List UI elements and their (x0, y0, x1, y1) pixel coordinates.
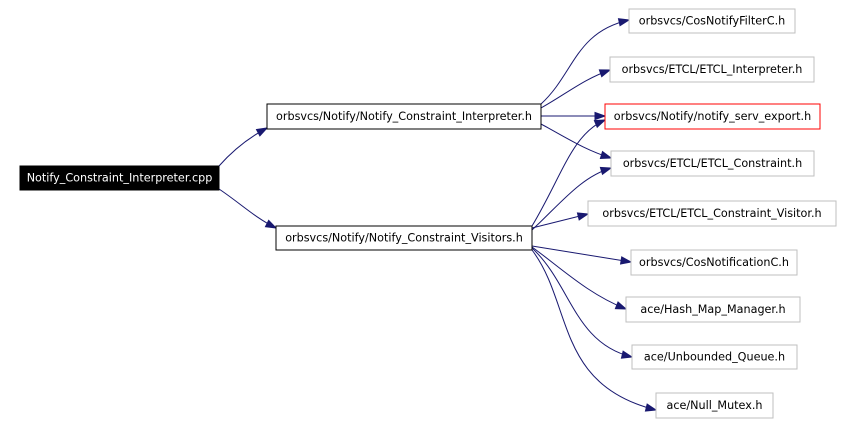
edge-interpreter-to-etcl-constraint (540, 123, 612, 159)
node-hash-map-manager-box (625, 296, 801, 323)
edge-visitors-to-hash-map (531, 246, 627, 310)
node-cosnotification-box (630, 249, 798, 276)
node-notify-serv-export-label: orbsvcs/Notify/notify_serv_export.h (614, 110, 811, 123)
node-null-mutex-box (655, 392, 774, 419)
edge-visitors-to-cosnotification-arrowhead (619, 256, 633, 265)
node-unbounded-queue[interactable]: ace/Unbounded_Queue.h (631, 344, 798, 370)
node-etcl-interpreter-box (609, 56, 815, 83)
node-interpreter-header[interactable]: orbsvcs/Notify/Notify_Constraint_Interpr… (266, 103, 542, 130)
edge-interpreter-to-etcl-constraint-arrowhead (599, 150, 613, 160)
node-etcl-constraint-box (610, 150, 815, 177)
node-root-box (19, 165, 220, 191)
node-etcl-constraint-label: orbsvcs/ETCL/ETCL_Constraint.h (623, 157, 802, 170)
node-etcl-interpreter-label: orbsvcs/ETCL/ETCL_Interpreter.h (622, 63, 803, 76)
edge-visitors-to-etcl-visitor-arrowhead (576, 212, 590, 221)
edge-visitors-to-unbounded-queue (531, 247, 633, 358)
node-etcl-constraint-visitor-box (587, 200, 837, 227)
node-null-mutex-label: ace/Null_Mutex.h (666, 399, 762, 412)
node-cosnotifyfilter-box (628, 8, 796, 34)
node-interpreter-header-box (266, 103, 542, 130)
node-etcl-constraint[interactable]: orbsvcs/ETCL/ETCL_Constraint.h (610, 150, 815, 177)
edge-visitors-to-etcl-constraint-arrowhead (599, 166, 613, 176)
node-cosnotifyfilter-label: orbsvcs/CosNotifyFilterC.h (639, 15, 785, 28)
node-visitors-header-label: orbsvcs/Notify/Notify_Constraint_Visitor… (285, 232, 523, 245)
edge-visitors-to-null-mutex-arrowhead (644, 403, 658, 412)
node-null-mutex[interactable]: ace/Null_Mutex.h (655, 392, 774, 419)
edge-visitors-to-hash-map-arrowhead (614, 301, 628, 310)
node-notify-serv-export-box (604, 103, 821, 130)
edge-visitors-to-serv-export (531, 119, 606, 227)
node-hash-map-manager-label: ace/Hash_Map_Manager.h (640, 303, 785, 316)
edge-visitors-to-null-mutex (531, 249, 657, 411)
node-unbounded-queue-box (631, 344, 798, 370)
node-unbounded-queue-label: ace/Unbounded_Queue.h (644, 351, 785, 364)
edges (218, 18, 658, 412)
edge-interpreter-to-cosnotifyfilter (540, 19, 630, 105)
node-cosnotification[interactable]: orbsvcs/CosNotificationC.h (630, 249, 798, 276)
node-interpreter-header-label: orbsvcs/Notify/Notify_Constraint_Interpr… (276, 110, 532, 123)
node-visitors-header[interactable]: orbsvcs/Notify/Notify_Constraint_Visitor… (275, 225, 533, 251)
node-hash-map-manager[interactable]: ace/Hash_Map_Manager.h (625, 296, 801, 323)
edge-root-to-visitors-arrowhead (264, 219, 278, 229)
edge-interpreter-to-serv-export-arrowhead (594, 111, 607, 121)
node-etcl-constraint-visitor-label: orbsvcs/ETCL/ETCL_Constraint_Visitor.h (602, 207, 821, 220)
node-etcl-constraint-visitor[interactable]: orbsvcs/ETCL/ETCL_Constraint_Visitor.h (587, 200, 837, 227)
edge-root-to-interpreter-arrowhead (255, 127, 269, 137)
node-cosnotification-label: orbsvcs/CosNotificationC.h (639, 256, 789, 269)
node-cosnotifyfilter[interactable]: orbsvcs/CosNotifyFilterC.h (628, 8, 796, 34)
node-etcl-interpreter[interactable]: orbsvcs/ETCL/ETCL_Interpreter.h (609, 56, 815, 83)
node-notify-serv-export[interactable]: orbsvcs/Notify/notify_serv_export.h (604, 103, 821, 130)
node-root-label: Notify_Constraint_Interpreter.cpp (27, 172, 213, 185)
edge-visitors-to-cosnotification (531, 245, 632, 263)
node-visitors-header-box (275, 225, 533, 251)
edge-interpreter-to-cosnotifyfilter-arrowhead (617, 18, 631, 27)
edge-interpreter-to-etcl-interpreter (540, 69, 611, 109)
node-root[interactable]: Notify_Constraint_Interpreter.cpp (19, 165, 220, 191)
edge-interpreter-to-etcl-interpreter-arrowhead (598, 69, 612, 78)
edge-visitors-to-serv-export-arrowhead (593, 119, 607, 129)
edge-visitors-to-unbounded-queue-arrowhead (620, 350, 634, 359)
